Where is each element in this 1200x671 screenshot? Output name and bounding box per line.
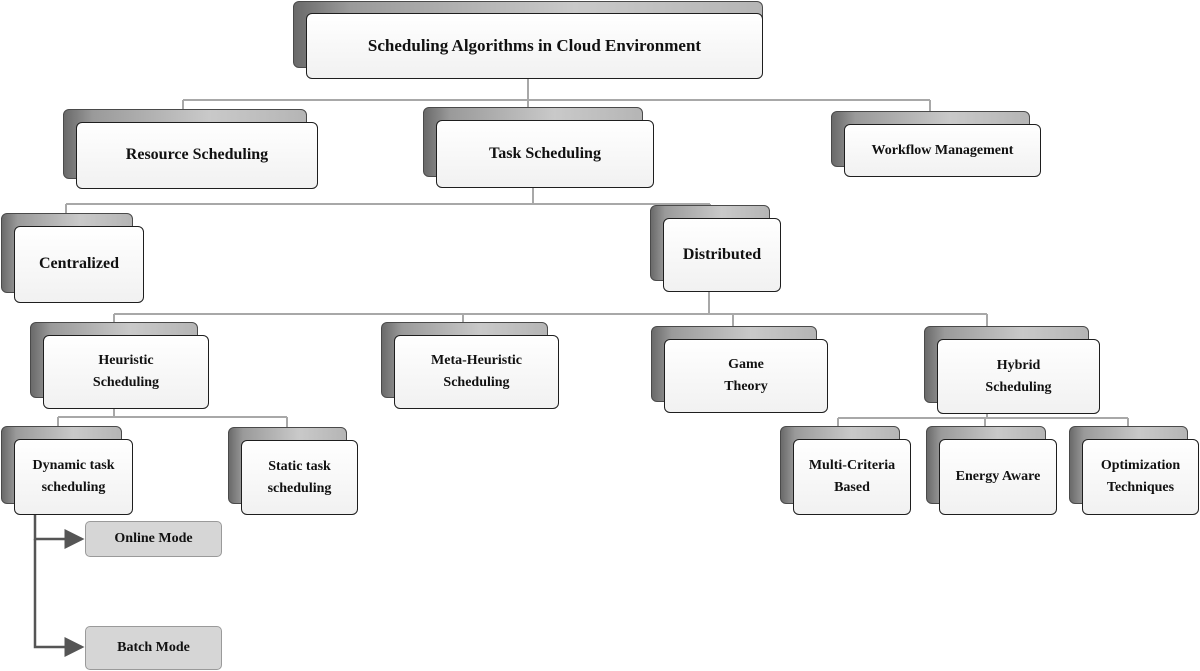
optimization-techniques-label: Optimization Techniques xyxy=(1100,458,1181,495)
hybrid-scheduling-node: Hybrid Scheduling xyxy=(924,326,1101,415)
arrow-online-mode xyxy=(33,514,85,549)
hybrid-scheduling-label: Hybrid Scheduling xyxy=(985,357,1052,395)
meta-heuristic-scheduling-node: Meta-Heuristic Scheduling xyxy=(381,322,560,410)
dynamic-task-scheduling-label: Dynamic task scheduling xyxy=(32,458,115,495)
task-scheduling-label: Task Scheduling xyxy=(489,144,601,162)
centralized-node: Centralized xyxy=(1,213,145,304)
batch-mode-box: Batch Mode xyxy=(85,626,222,670)
resource-scheduling-label: Resource Scheduling xyxy=(125,146,269,164)
arrow-batch-mode xyxy=(33,539,85,657)
game-theory-label: Game Theory xyxy=(724,357,768,394)
energy-aware-node: Energy Aware xyxy=(926,426,1058,516)
dynamic-task-scheduling-node: Dynamic task scheduling xyxy=(1,426,134,516)
static-task-scheduling-label: Static task scheduling xyxy=(267,458,332,496)
connector-task-level2 xyxy=(65,188,711,214)
resource-scheduling-node: Resource Scheduling xyxy=(63,109,320,190)
task-scheduling-node: Task Scheduling xyxy=(423,107,655,189)
root-node: Scheduling Algorithms in Cloud Environme… xyxy=(293,1,763,79)
workflow-management-label: Workflow Management xyxy=(871,142,1014,158)
distributed-label: Distributed xyxy=(682,245,762,263)
workflow-management-node: Workflow Management xyxy=(831,111,1043,178)
heuristic-scheduling-label: Heuristic Scheduling xyxy=(92,353,160,390)
online-mode-label: Online Mode xyxy=(114,531,193,546)
connector-heuristic-level4 xyxy=(57,409,288,428)
heuristic-scheduling-node: Heuristic Scheduling xyxy=(30,322,210,410)
optimization-techniques-node: Optimization Techniques xyxy=(1069,426,1200,516)
multi-criteria-based-node: Multi-Criteria Based xyxy=(780,426,912,516)
centralized-label: Centralized xyxy=(39,255,119,273)
connector-distributed-level3 xyxy=(113,292,988,327)
static-task-scheduling-node: Static task scheduling xyxy=(228,427,359,516)
root-label: Scheduling Algorithms in Cloud Environme… xyxy=(367,35,702,55)
game-theory-node: Game Theory xyxy=(651,326,829,414)
energy-aware-label: Energy Aware xyxy=(955,469,1041,485)
connector-hybrid-level4 xyxy=(837,414,1129,427)
online-mode-box: Online Mode xyxy=(85,521,222,557)
connector-root-level1 xyxy=(182,78,931,112)
multi-criteria-based-label: Multi-Criteria Based xyxy=(808,458,896,495)
meta-heuristic-scheduling-label: Meta-Heuristic Scheduling xyxy=(431,353,522,390)
batch-mode-label: Batch Mode xyxy=(117,640,190,655)
distributed-node: Distributed xyxy=(650,205,782,293)
